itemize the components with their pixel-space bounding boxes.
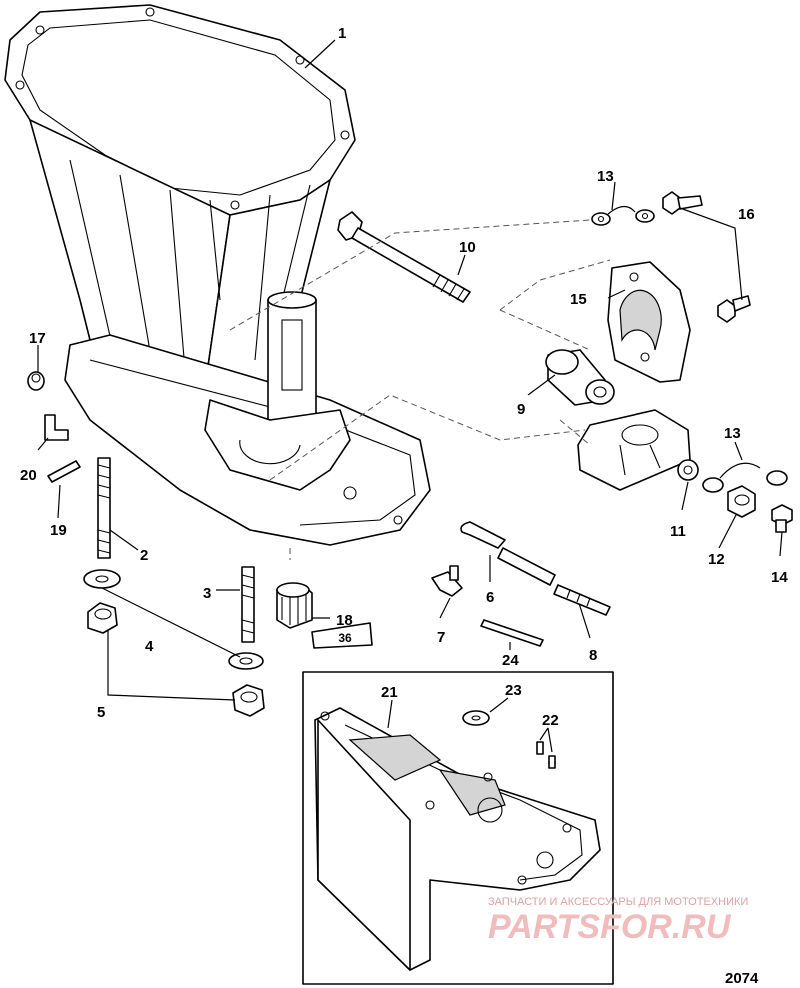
watermark: ЗАПЧАСТИ И АКСЕССУАРЫ ДЛЯ МОТОТЕХНИКИ PA… — [488, 896, 748, 946]
watermark-brand: PARTSFOR.RU — [488, 908, 732, 946]
mount-bracket — [607, 261, 691, 383]
callout-4: 4 — [145, 638, 154, 655]
ground-strap-upper — [591, 205, 655, 226]
callout-11: 11 — [670, 523, 686, 540]
callout-18: 18 — [336, 612, 353, 629]
bushing-18 — [276, 582, 313, 629]
watermark-tagline: ЗАПЧАСТИ И АКСЕССУАРЫ ДЛЯ МОТОТЕХНИКИ — [488, 896, 748, 908]
nut-5-lower — [232, 684, 265, 717]
stud-2 — [97, 457, 111, 559]
pins-22 — [536, 741, 556, 769]
screw-14 — [771, 504, 793, 533]
washer-11 — [677, 459, 699, 481]
callout-1: 1 — [338, 25, 346, 42]
callout-6: 6 — [486, 589, 494, 606]
callout-8: 8 — [589, 647, 597, 664]
washer-23 — [462, 710, 490, 726]
callout-13-upper: 13 — [597, 168, 614, 185]
fitting-20 — [44, 414, 69, 441]
elbow-fitting-7 — [431, 565, 463, 597]
callout-21: 21 — [381, 684, 398, 701]
callout-12: 12 — [708, 551, 725, 568]
washer-4-lower — [228, 652, 264, 670]
callout-3: 3 — [203, 585, 211, 602]
callout-23: 23 — [505, 682, 522, 699]
callout-22: 22 — [542, 712, 559, 729]
bolt-16-upper — [662, 191, 703, 215]
callout-numbers: 1 2 3 4 5 6 7 8 9 10 11 12 13 13 14 15 1… — [20, 25, 788, 729]
nut-12 — [727, 485, 756, 518]
washer-4-upper — [83, 569, 121, 589]
callout-17: 17 — [29, 330, 46, 347]
nut-5-upper — [87, 602, 118, 634]
callout-5: 5 — [97, 704, 105, 721]
long-bolt — [337, 211, 471, 303]
callout-19: 19 — [50, 522, 67, 539]
callout-13-lower: 13 — [724, 425, 741, 442]
plug-17 — [27, 371, 45, 391]
hose-fitting-8 — [553, 584, 611, 616]
pin-24 — [480, 619, 544, 647]
rubber-mount — [545, 349, 615, 406]
stud-3 — [241, 566, 255, 643]
sealant-tube-36: 36 — [311, 622, 373, 649]
adapter-plate-21 — [314, 707, 601, 971]
callout-10: 10 — [459, 239, 476, 256]
callout-14: 14 — [771, 569, 788, 586]
callout-20: 20 — [20, 467, 37, 484]
bolt-16-lower — [717, 295, 751, 323]
lower-mount-block — [577, 409, 691, 491]
leader-lines — [37, 39, 783, 701]
driveshaft-housing — [4, 4, 431, 546]
callout-16: 16 — [738, 206, 755, 223]
callout-15: 15 — [570, 291, 587, 308]
inset-panel — [302, 671, 614, 985]
diagram-number: 2074 — [725, 970, 759, 987]
callout-7: 7 — [437, 629, 445, 646]
callout-2: 2 — [140, 547, 148, 564]
tube-label: 36 — [338, 631, 352, 645]
callout-9: 9 — [517, 401, 525, 418]
hose-6 — [460, 521, 556, 586]
callout-24: 24 — [502, 652, 519, 669]
pin-19 — [47, 460, 81, 483]
ground-strap-lower — [702, 462, 788, 493]
